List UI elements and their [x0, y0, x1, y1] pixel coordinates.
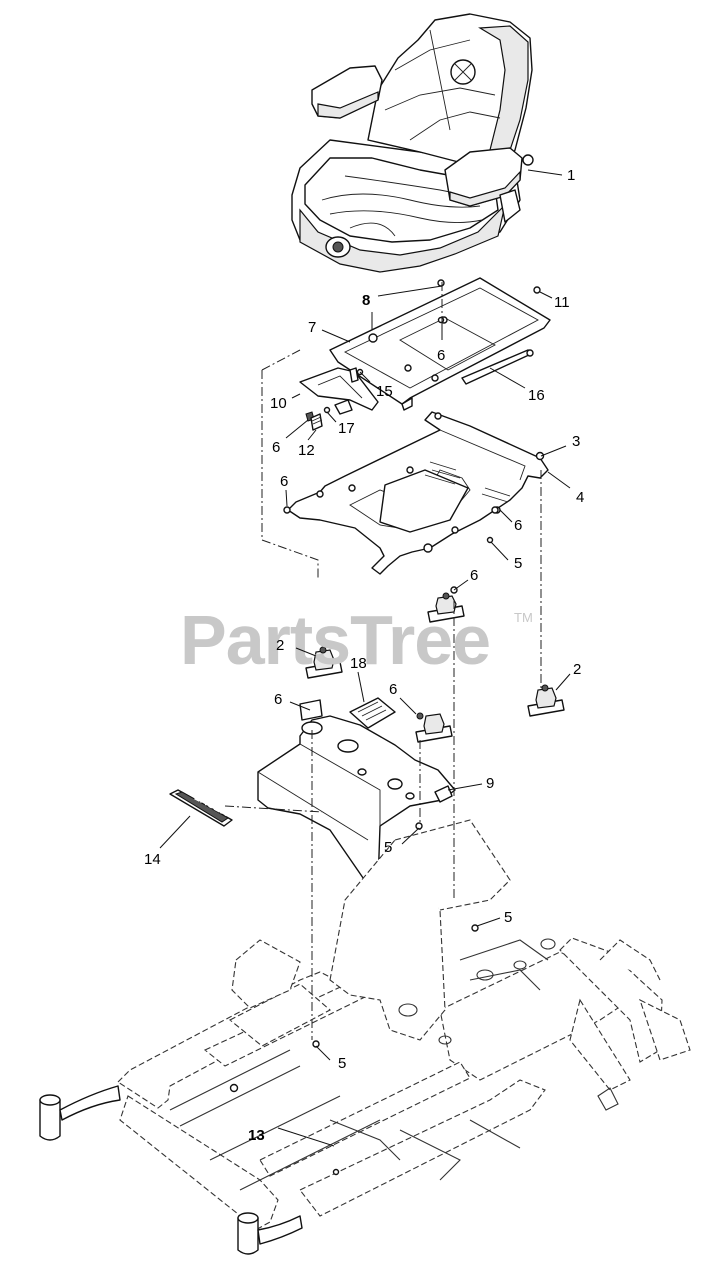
callout-3[interactable]: 3	[572, 433, 580, 450]
callout-5-pan[interactable]: 5	[384, 839, 392, 856]
callout-1[interactable]: 1	[567, 167, 575, 184]
seat-support-pan[interactable]	[257, 699, 456, 889]
isolator-mount-left[interactable]	[305, 646, 343, 679]
watermark-text: PartsTree	[180, 601, 490, 679]
callout-2-right[interactable]: 2	[573, 661, 581, 678]
callout-5-base[interactable]: 5	[514, 555, 522, 572]
callout-6-mount[interactable]: 6	[470, 567, 478, 584]
callout-11[interactable]: 11	[554, 294, 570, 311]
callout-12[interactable]: 12	[298, 442, 315, 459]
callout-6-base-right[interactable]: 6	[514, 517, 522, 534]
callout-2-left[interactable]: 2	[276, 637, 284, 654]
callout-14[interactable]: 14	[144, 851, 161, 868]
leader-lines	[159, 169, 571, 1147]
instruction-decal[interactable]	[349, 697, 396, 729]
frame-fasteners[interactable]	[229, 822, 479, 1176]
callout-6-base-left[interactable]: 6	[280, 473, 288, 490]
callout-6-plate[interactable]: 6	[437, 347, 445, 364]
callout-18[interactable]: 18	[350, 655, 367, 672]
callout-5-frame[interactable]: 5	[504, 909, 512, 926]
seat-assembly[interactable]	[291, 13, 534, 273]
mower-frame	[39, 819, 691, 1255]
suspension-base-plate[interactable]	[287, 411, 549, 575]
callouts: 1 8 11 7 6 15 16 10 17 6 12 3 6 4 6 5 6 …	[144, 167, 584, 1144]
latch-hardware[interactable]	[305, 368, 364, 431]
parts-tree-watermark: PartsTree TM	[180, 601, 533, 679]
callout-17[interactable]: 17	[338, 420, 355, 437]
callout-15[interactable]: 15	[376, 383, 393, 400]
seat-latch-bracket[interactable]	[299, 367, 379, 415]
seat-mounting-plate[interactable]	[329, 277, 551, 411]
callout-9[interactable]: 9	[486, 775, 494, 792]
callout-10[interactable]: 10	[270, 395, 287, 412]
watermark-trademark: TM	[514, 610, 533, 625]
callout-16[interactable]: 16	[528, 387, 545, 404]
callout-6-pan-right[interactable]: 6	[389, 681, 397, 698]
isolator-mount-rear[interactable]	[415, 712, 453, 743]
callout-6-bracket[interactable]: 6	[272, 439, 280, 456]
callout-5-lower[interactable]: 5	[338, 1055, 346, 1072]
isolator-mount-right[interactable]	[527, 684, 565, 717]
laser-emblem[interactable]: LASER	[169, 789, 233, 827]
callout-8[interactable]: 8	[362, 292, 370, 309]
isolator-mount-center[interactable]	[427, 592, 465, 623]
callout-4[interactable]: 4	[576, 489, 584, 506]
callout-6-pan-left[interactable]: 6	[274, 691, 282, 708]
callout-13[interactable]: 13	[248, 1127, 265, 1144]
seat-slide-rod[interactable]	[461, 349, 534, 385]
callout-7[interactable]: 7	[308, 319, 316, 336]
alignment-centerlines	[224, 282, 542, 1040]
